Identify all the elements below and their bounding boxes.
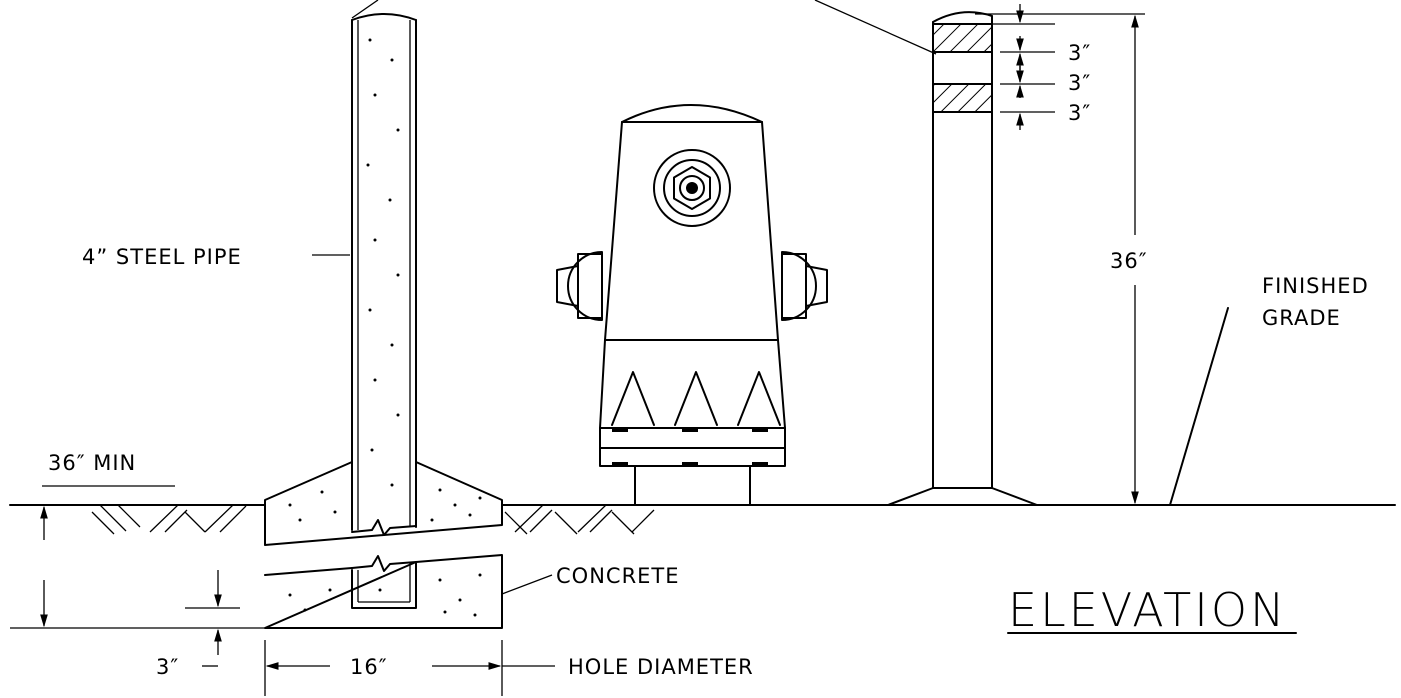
earth-hatch-left [91, 504, 247, 535]
band-2-label: 3″ [1068, 71, 1091, 95]
hole-width-label: 16″ [350, 655, 388, 679]
finished-grade-label-1: FINISHED [1262, 274, 1369, 298]
steel-pipe-bollard [351, 13, 417, 609]
concrete-label: CONCRETE [556, 564, 680, 588]
ground-line [9, 307, 1396, 506]
earth-hatch-right [504, 504, 655, 535]
min-depth-dimension [10, 485, 265, 629]
fire-hydrant [556, 104, 828, 506]
band-1-label: 3″ [1068, 41, 1091, 65]
band-dimensions [992, 4, 1055, 130]
reflective-band-2 [932, 83, 993, 113]
min-depth-label: 36″ MIN [48, 451, 136, 475]
bottom-clearance-label: 3″ [156, 655, 179, 679]
steel-pipe-label: 4” STEEL PIPE [82, 245, 242, 269]
band-3-label: 3″ [1068, 101, 1091, 125]
post-height-label: 36″ [1110, 249, 1148, 273]
bottom-clearance-dimension [185, 570, 240, 667]
reflective-band-1 [932, 23, 993, 53]
pipe-top-leader [351, 0, 379, 19]
finished-grade-label-2: GRADE [1262, 306, 1341, 330]
hole-width-dimension [264, 640, 555, 696]
concrete-footing-lower [264, 554, 503, 629]
marker-post [814, 0, 1038, 506]
concrete-footing-upper [264, 461, 503, 546]
post-height-dimension [975, 13, 1145, 505]
hole-diameter-label: HOLE DIAMETER [568, 655, 754, 679]
concrete-leader [501, 574, 553, 595]
view-title: ELEVATION [1008, 583, 1287, 637]
